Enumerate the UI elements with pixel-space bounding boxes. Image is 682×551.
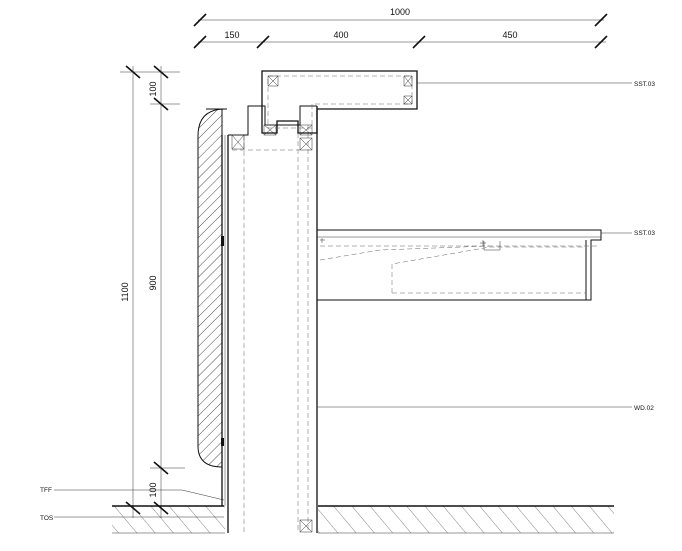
dim-upper-height: 900 (148, 275, 158, 290)
dim-top-height: 100 (148, 81, 158, 96)
shelf-sink (317, 229, 632, 301)
curved-front-panel (197, 108, 227, 468)
tag-shelf-sst: SST.03 (634, 230, 655, 237)
tag-panel-wd: WD.02 (634, 405, 654, 412)
dim-overall-width: 1000 (390, 7, 410, 17)
main-column (221, 105, 318, 533)
level-tff: TFF (40, 487, 52, 494)
top-dimension-lines (193, 13, 608, 49)
dim-overall-height: 1100 (120, 282, 130, 301)
dim-segment-2: 400 (333, 30, 348, 40)
dim-segment-1: 150 (224, 30, 239, 40)
top-counter-profile (261, 70, 632, 134)
floor-slab (54, 489, 614, 534)
joint-markers (231, 124, 313, 533)
dim-segment-3: 450 (502, 30, 517, 40)
level-tos: TOS (40, 515, 54, 522)
tag-top-sst: SST.03 (634, 81, 655, 88)
